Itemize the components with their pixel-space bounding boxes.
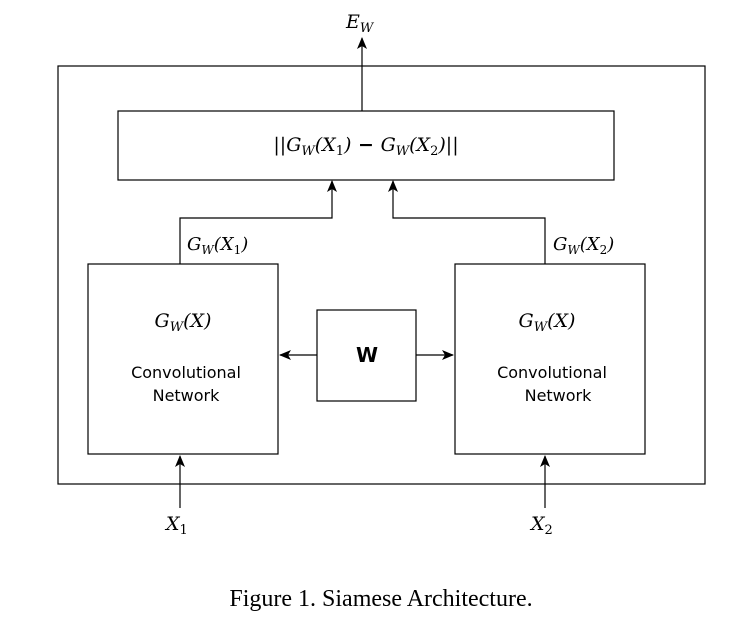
right-output-label: GW(X2) xyxy=(553,234,614,257)
distance-g2-sub: W xyxy=(396,144,411,159)
distance-g2-arg-close: ) xyxy=(437,134,445,156)
distance-formula: ||GW(X1) − GW(X2)|| xyxy=(273,134,458,159)
output-label-base: E xyxy=(345,11,360,33)
left-output-arg-open: (X xyxy=(214,234,235,255)
shared-weights-box xyxy=(316,309,417,402)
right-input-label: X2 xyxy=(529,513,553,538)
left-output-arg-sub: 1 xyxy=(234,243,242,257)
output-label: EW xyxy=(345,11,375,36)
distance-open: || xyxy=(273,134,286,156)
distance-box xyxy=(117,110,615,181)
left-output-base: G xyxy=(187,234,201,255)
right-output-base: G xyxy=(553,234,567,255)
left-network-function: GW(X) xyxy=(155,310,212,335)
right-output-connector xyxy=(388,180,546,264)
left-network-func-arg: (X) xyxy=(183,310,211,332)
output-label-sub: W xyxy=(360,21,375,36)
left-network-func-base: G xyxy=(155,310,170,332)
right-input-base: X xyxy=(529,513,546,535)
right-output-arg-open: (X xyxy=(580,234,601,255)
left-input-sub: 1 xyxy=(180,523,188,538)
distance-close: || xyxy=(446,134,459,156)
distance-g1-arg-close: ) xyxy=(343,134,351,156)
distance-g2-base: G xyxy=(381,134,396,156)
distance-minus: − xyxy=(351,134,380,156)
left-network-line2: Network xyxy=(153,386,221,405)
right-network-line2: Network xyxy=(525,386,593,405)
distance-g1-arg-open: (X xyxy=(315,134,337,156)
shared-weights-label: W xyxy=(356,343,378,367)
distance-g1-arg-sub: 1 xyxy=(336,144,344,159)
distance-g2-arg-sub: 2 xyxy=(430,144,438,159)
right-network-func-arg: (X) xyxy=(547,310,575,332)
distance-g1-sub: W xyxy=(301,144,316,159)
left-output-arg-close: ) xyxy=(240,234,248,255)
distance-g1-base: G xyxy=(286,134,301,156)
figure-caption: Figure 1. Siamese Architecture. xyxy=(229,586,532,612)
right-network-func-sub: W xyxy=(534,320,549,335)
left-output-connector xyxy=(179,180,337,264)
left-network-line1: Convolutional xyxy=(131,363,241,382)
left-network-func-sub: W xyxy=(170,320,185,335)
left-output-label: GW(X1) xyxy=(187,234,248,257)
right-input-sub: 2 xyxy=(545,523,553,538)
left-input-base: X xyxy=(164,513,181,535)
right-output-sub: W xyxy=(567,243,581,257)
left-input-label: X1 xyxy=(164,513,188,538)
distance-g2-arg-open: (X xyxy=(409,134,431,156)
right-network-func-base: G xyxy=(519,310,534,332)
right-network-box xyxy=(454,263,646,455)
right-network-line1: Convolutional xyxy=(497,363,607,382)
right-output-arg-close: ) xyxy=(606,234,614,255)
right-output-arg-sub: 2 xyxy=(600,243,608,257)
right-network-function: GW(X) xyxy=(519,310,576,335)
left-network-box xyxy=(87,263,279,455)
left-output-sub: W xyxy=(201,243,215,257)
